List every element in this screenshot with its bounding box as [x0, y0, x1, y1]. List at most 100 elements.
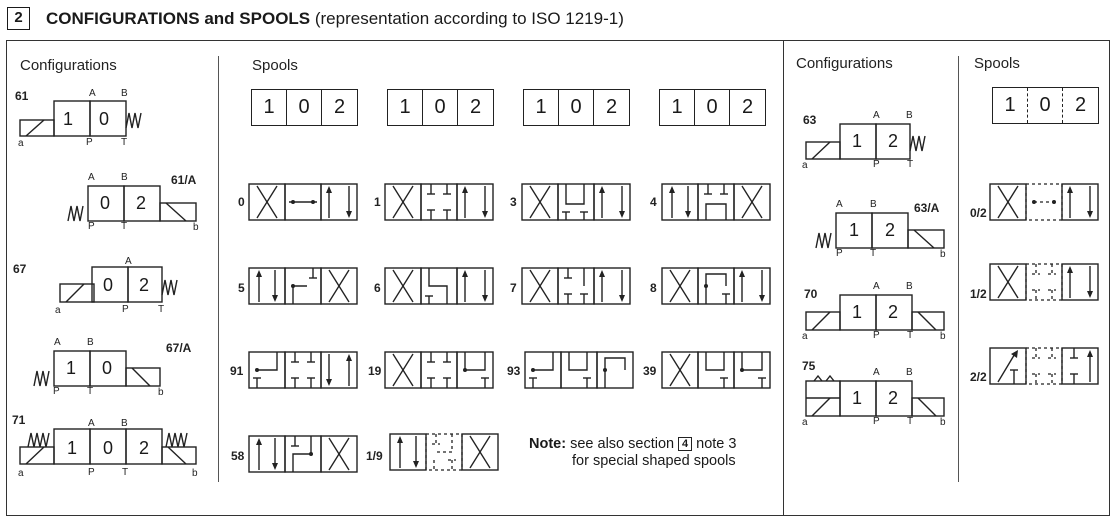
note-line-2: for special shaped spools [572, 453, 736, 469]
left-column-divider [218, 56, 219, 482]
digit-2: 2 [1074, 94, 1087, 116]
solenoid-diagonal [917, 311, 937, 331]
spool-label-1-2: 1/2 [970, 287, 987, 301]
solenoid-diagonal [165, 202, 187, 222]
solenoid-label-a: a [802, 331, 808, 342]
heading-spools-left: Spools [252, 57, 298, 74]
spool-label-7: 7 [510, 281, 517, 295]
envelope-2 [875, 123, 911, 160]
port-b: B [906, 110, 913, 121]
solenoid-label-a: a [55, 305, 61, 316]
solenoid-diagonal [25, 119, 45, 137]
spool-label-0: 0 [238, 195, 245, 209]
port-t: T [87, 386, 94, 397]
solenoid-diagonal [811, 397, 831, 417]
spool-label-6: 6 [374, 281, 381, 295]
solenoid-label-b: b [940, 249, 946, 260]
spool-symbol-19 [384, 351, 494, 389]
solenoid-diagonal [913, 229, 935, 249]
position-number: 1 [851, 131, 862, 151]
spool-symbol-4 [661, 183, 771, 221]
solenoid-a [805, 141, 841, 160]
solenoid-diagonal [811, 311, 831, 331]
position-number: 0 [102, 438, 113, 458]
solenoid-b [159, 202, 197, 222]
note-text-2: note 3 [696, 436, 737, 452]
port-p: P [88, 221, 95, 232]
digit-0: 0 [559, 90, 594, 125]
section-number: 2 [7, 7, 30, 30]
digit-1: 1 [252, 90, 287, 125]
port-b: B [121, 418, 128, 429]
port-t: T [870, 248, 877, 259]
spring-icon [165, 432, 188, 448]
detent-icon [813, 374, 835, 382]
section-title-rest: (representation according to ISO 1219-1) [310, 9, 624, 28]
solenoid-b [911, 397, 945, 417]
spool-label-3: 3 [510, 195, 517, 209]
solenoid-diagonal [131, 367, 151, 387]
spool-symbol-0 [248, 183, 358, 221]
solenoid-label-a: a [18, 138, 24, 149]
port-p: P [122, 304, 129, 315]
config-label-67: 67 [13, 262, 27, 276]
port-b: B [870, 199, 877, 210]
config-75-numbers: 1 2 [844, 381, 906, 416]
port-a: A [88, 418, 95, 429]
section-ref-box: 4 [678, 437, 693, 451]
position-number: 2 [138, 275, 149, 295]
spring-icon [909, 135, 926, 152]
spool-symbol-0-2 [989, 183, 1099, 221]
config-67a-numbers: 1 0 [58, 351, 120, 386]
solenoid-b [125, 367, 161, 387]
spool-label-58: 58 [231, 449, 245, 463]
solenoid-a [805, 311, 841, 331]
port-t: T [907, 416, 914, 427]
port-t: T [122, 467, 129, 478]
port-p: P [53, 386, 60, 397]
spool-header-box: 1 0 2 [659, 89, 766, 126]
position-number: 1 [848, 220, 859, 240]
config-61a-numbers: 0 2 [92, 186, 154, 221]
position-number: 0 [101, 358, 112, 378]
port-a: A [89, 88, 96, 99]
solenoid-diagonal [65, 283, 85, 303]
config-70-numbers: 1 2 [844, 295, 906, 330]
config-symbol-67a [33, 350, 161, 387]
spool-symbol-93 [524, 351, 634, 389]
solenoid-label-b: b [192, 468, 198, 479]
position-number: 2 [887, 302, 898, 322]
spool-header-box: 1 0 2 [251, 89, 358, 126]
spool-symbol-7 [521, 267, 631, 305]
config-symbol-63a [815, 212, 945, 249]
solenoid-diagonal [811, 141, 831, 160]
config-label-70: 70 [804, 287, 818, 301]
spool-symbol-3 [521, 183, 631, 221]
position-number: 1 [66, 438, 77, 458]
solenoid-diagonal [25, 446, 45, 465]
digit-2: 2 [469, 96, 482, 118]
solenoid-label-b: b [158, 387, 164, 398]
digit-1: 1 [993, 88, 1028, 123]
digit-0: 0 [287, 90, 322, 125]
digit-1: 1 [388, 90, 423, 125]
port-p: P [873, 416, 880, 427]
spool-symbol-5 [248, 267, 358, 305]
spool-label-2-2: 2/2 [970, 370, 987, 384]
port-b: B [906, 367, 913, 378]
port-t: T [907, 330, 914, 341]
spool-label-0-2: 0/2 [970, 206, 987, 220]
solenoid-b [161, 446, 197, 465]
config-label-67a: 67/A [166, 341, 192, 355]
digit-0: 0 [695, 90, 730, 125]
section-title-bold: CONFIGURATIONS and SPOOLS [46, 9, 311, 28]
digit-0: 0 [1028, 88, 1063, 123]
spring-icon [27, 432, 50, 448]
position-number: 0 [99, 193, 110, 213]
solenoid-a [19, 119, 55, 137]
port-t: T [121, 221, 128, 232]
solenoid-label-b: b [193, 222, 199, 233]
envelope-2 [127, 266, 163, 303]
port-t: T [121, 137, 128, 148]
config-label-63a: 63/A [914, 201, 940, 215]
